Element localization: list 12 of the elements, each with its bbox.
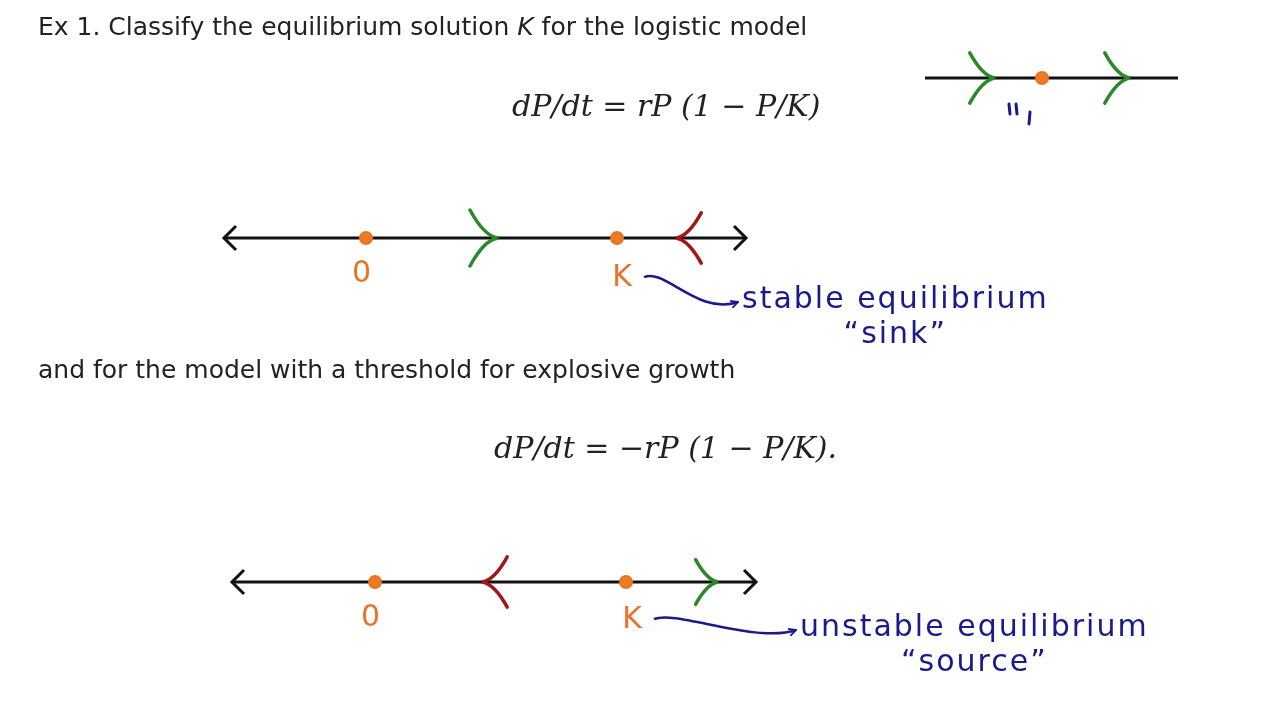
- annotation-text: stable equilibrium “sink”: [742, 280, 1049, 350]
- point-label: 0: [352, 254, 372, 289]
- arrow: [653, 616, 797, 637]
- instruction-text: and for the model with a threshold for explosive growth: [38, 355, 736, 384]
- equation: dP/dt = rP (1 − P/K): [512, 88, 821, 123]
- instruction-text: Ex 1. Classify the equilibrium solution K for the logistic model: [38, 12, 808, 41]
- annotation-text: unstable equilibrium “source”: [800, 608, 1149, 678]
- point-label: K: [604, 258, 640, 293]
- equation: dP/dt = −rP (1 − P/K).: [494, 430, 838, 465]
- point-label: K: [614, 600, 650, 635]
- point-label: 0: [361, 598, 381, 633]
- arrow: [643, 274, 739, 308]
